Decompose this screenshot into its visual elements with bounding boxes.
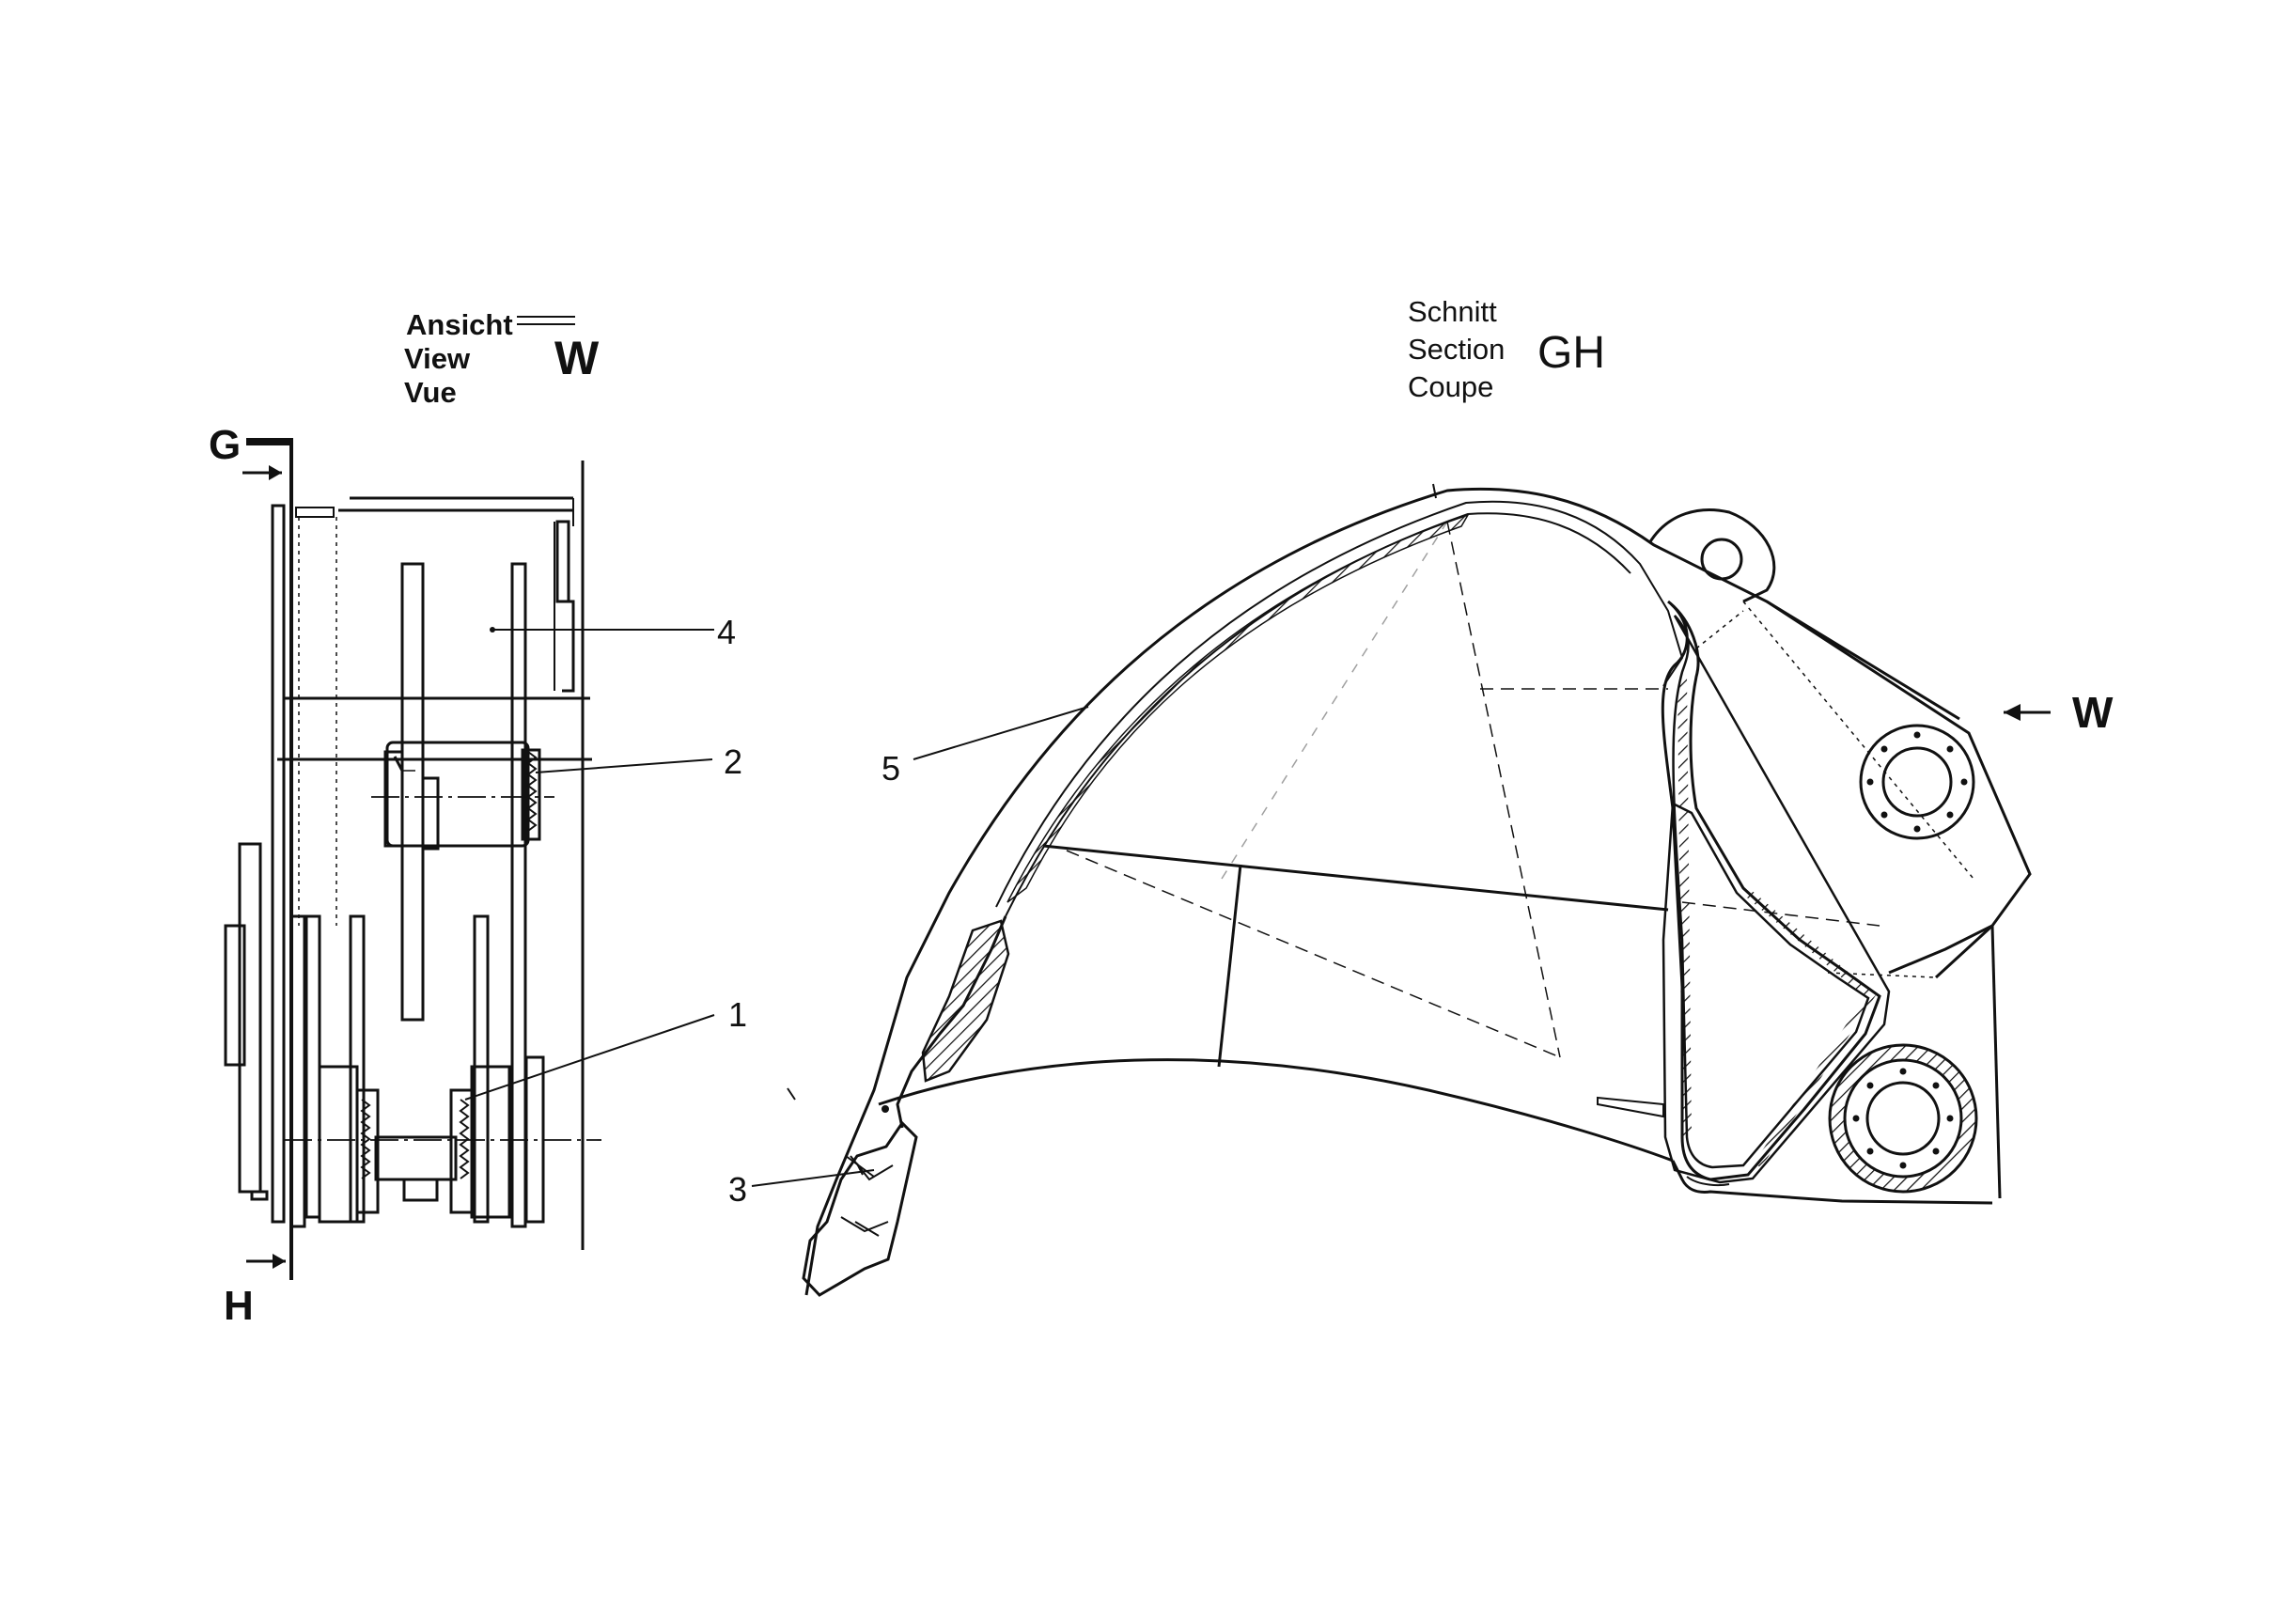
top-lug-hole — [1700, 538, 1743, 581]
bucket-floor — [878, 1058, 1674, 1163]
view-title-letter: W — [554, 332, 600, 384]
view-title-line3: Vue — [404, 376, 457, 409]
upper-pin-boss — [1859, 724, 1975, 840]
view-arrow-label: W — [2072, 688, 2114, 737]
view-title-line1: Ansicht — [406, 308, 513, 341]
floor-wedge — [1597, 1096, 1664, 1118]
section-title-line1: Schnitt — [1408, 295, 1497, 328]
leader-1 — [464, 1014, 715, 1101]
callout-2: 2 — [724, 742, 743, 781]
callout-3: 3 — [728, 1170, 748, 1209]
cut-marker-g: G — [209, 422, 242, 468]
leader-3 — [751, 1169, 875, 1187]
section-title-line2: Section — [1408, 333, 1506, 366]
callout-4: 4 — [717, 613, 737, 651]
leader-2 — [535, 758, 713, 773]
cut-marker-h: H — [224, 1283, 254, 1329]
section-title-line3: Coupe — [1408, 370, 1494, 403]
callout-1: 1 — [728, 995, 748, 1034]
leader-5 — [913, 706, 1089, 760]
callout-5: 5 — [882, 749, 901, 788]
top-lug — [1647, 508, 1776, 603]
rear-wall — [1661, 600, 1881, 1181]
view-title-line2: View — [404, 342, 471, 375]
bucket-outer-shell — [804, 487, 2032, 1296]
view-w-drawing — [224, 316, 715, 1280]
section-gh-drawing — [751, 483, 2051, 1297]
section-title-letters: GH — [1537, 328, 1605, 378]
